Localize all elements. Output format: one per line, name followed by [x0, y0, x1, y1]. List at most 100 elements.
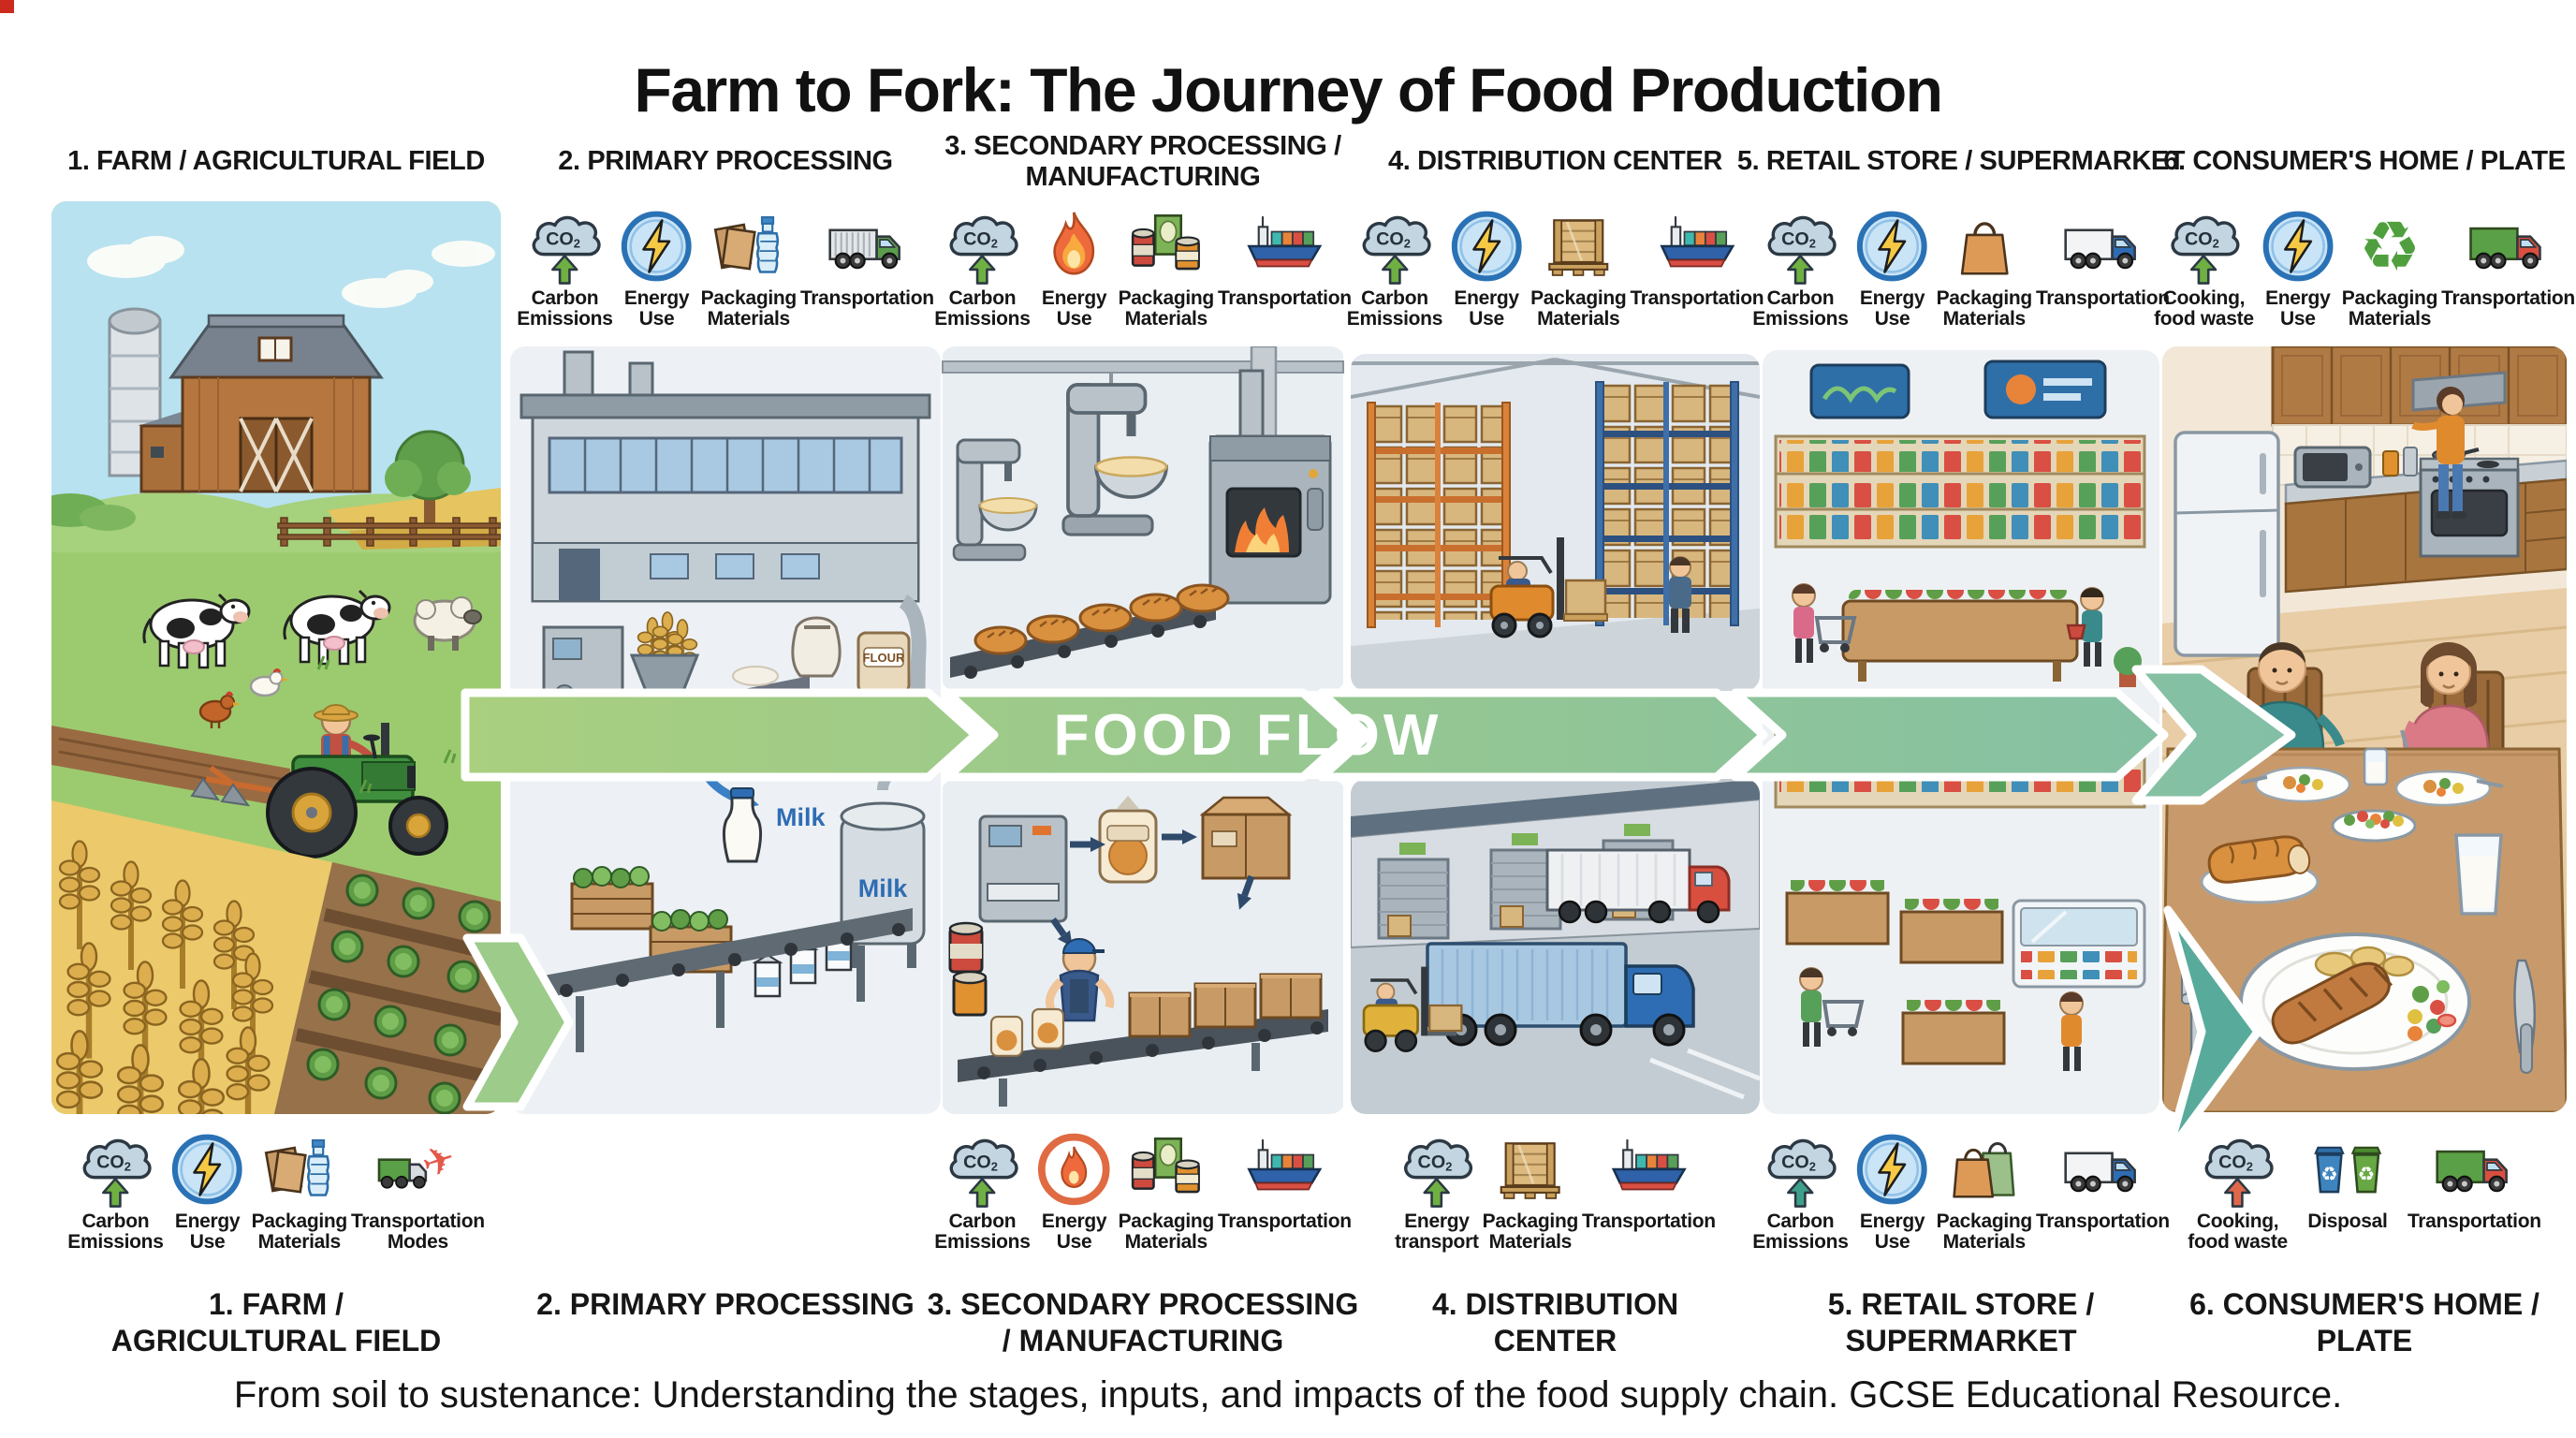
- shopping-bags-icon: [1944, 1129, 2025, 1210]
- footer-note: From soil to sustenance: Understanding t…: [233, 1374, 2343, 1416]
- woman-eating: [2400, 642, 2490, 754]
- cargo-ship-icon: [1657, 206, 1737, 286]
- vegetable-crate-icon: [570, 866, 654, 931]
- worker: [1669, 556, 1691, 633]
- disposal-icon: Disposal: [2291, 1129, 2404, 1232]
- transportation-icon: Transportation: [2036, 1129, 2170, 1232]
- lightning-bolt-icon: [1852, 206, 1933, 286]
- cargo-ship-icon: [1608, 1129, 1689, 1210]
- flour-bag-icon: FLOUR: [856, 631, 911, 695]
- stage-header-secondary: 3. SECONDARY PROCESSING / MANUFACTURING: [944, 131, 1341, 193]
- packing-machine: [978, 814, 1068, 923]
- carbon-emissions-icon: Carbon Emissions: [1752, 206, 1849, 330]
- energy-use-icon: Energy Use: [1852, 1129, 1933, 1254]
- lightning-bolt-icon: [2258, 206, 2338, 286]
- cans-icon: [948, 921, 988, 1017]
- bread-loaf-icon: [1176, 583, 1230, 613]
- cooking-food-waste-icon: Cooking, food waste: [2154, 206, 2254, 330]
- lightning-bolt-icon: [617, 206, 697, 286]
- stage-footer-distribution: 4. DISTRIBUTION CENTER: [1431, 1287, 1679, 1358]
- bread-bag-icon: [1031, 1007, 1065, 1049]
- carbon-emissions-icon: Carbon Emissions: [67, 1129, 164, 1254]
- carbon-emissions-icon: Carbon Emissions: [1347, 206, 1442, 330]
- person-cooking: [2411, 387, 2466, 519]
- silo-icon: [108, 307, 162, 477]
- canned-goods-icon: [1126, 206, 1207, 286]
- stage-column-primary: 2. PRIMARY PROCESSING Carbon Emissions E…: [510, 0, 941, 1438]
- chicken-icon: [198, 691, 241, 728]
- packaging-materials-icon: Packaging Materials: [252, 1129, 347, 1254]
- pallet-icon: [1538, 206, 1618, 286]
- transportation-icon: Transportation: [1218, 206, 1352, 309]
- shopper: [1799, 967, 1865, 1047]
- svg-text:FLOUR: FLOUR: [863, 651, 905, 665]
- flame-ring-icon: [1034, 1129, 1115, 1210]
- recycling-icon: [2349, 206, 2430, 286]
- cardboard-bottle-icon: [709, 206, 789, 286]
- warehouse-scene: [1351, 354, 1760, 691]
- co2-cloud-icon: [1354, 206, 1435, 286]
- recycling-bins-icon: [2291, 1129, 2404, 1210]
- lightning-bolt-icon: [1852, 1129, 1933, 1210]
- cargo-ship-icon: [1244, 1129, 1325, 1210]
- shopping-cart-icon: [1822, 1000, 1865, 1028]
- stage-footer-farm: 1. FARM / AGRICULTURAL FIELD: [110, 1287, 442, 1358]
- mill-machine: [542, 625, 624, 734]
- shopper: [2059, 991, 2084, 1071]
- cardboard-box-icon: [1259, 973, 1323, 1020]
- freezer-chest: [2012, 899, 2146, 989]
- carbon-emissions-icon: Carbon Emissions: [1752, 1129, 1849, 1254]
- co2-cloud-icon: [1760, 1129, 1840, 1210]
- forklift-icon: [1362, 966, 1463, 1052]
- loading-dock-panel: [1351, 779, 1760, 1114]
- produce-crate: [1901, 1000, 2006, 1065]
- bread-plate: [2200, 835, 2320, 904]
- energy-use-icon: Energy Use: [1446, 206, 1527, 330]
- packaging-materials-icon: Packaging Materials: [1483, 1129, 1578, 1254]
- stage-column-secondary: 3. SECONDARY PROCESSING / MANUFACTURING …: [928, 0, 1359, 1438]
- svg-text:Milk: Milk: [776, 803, 826, 831]
- mixer-icon: [1061, 383, 1168, 536]
- flow-arrows: [1050, 829, 1255, 947]
- co2-cloud-icon: [75, 1129, 155, 1210]
- bread-loaf-icon: [1078, 603, 1133, 633]
- canned-goods-icon: [1126, 1129, 1207, 1210]
- bakery-panel: [941, 346, 1345, 691]
- transportation-icon: Transportation: [1630, 206, 1764, 309]
- truck-blue-container: [1426, 942, 1695, 1047]
- co2-cloud-icon: [942, 1129, 1022, 1210]
- kitchen-scene: [2162, 346, 2567, 1112]
- energy-use-icon: Energy Use: [1034, 206, 1115, 330]
- truck-icon: [2468, 206, 2549, 286]
- shelf-gondola: [1774, 715, 2146, 809]
- milk-glass: [2454, 833, 2503, 916]
- supermarket-scene: [1763, 350, 2159, 1114]
- dinner-plate: [2254, 766, 2351, 803]
- microwave-icon: [2293, 446, 2372, 489]
- bread-bag-icon: [989, 1015, 1024, 1057]
- packaging-materials-icon: Packaging Materials: [701, 206, 797, 330]
- flame-icon: [1034, 206, 1115, 286]
- bread-loaf-icon: [1026, 614, 1080, 644]
- packing-panel: [941, 779, 1345, 1114]
- stage-column-farm: 1. FARM / AGRICULTURAL FIELD: [51, 0, 501, 1438]
- co2-cloud-icon: [2163, 206, 2244, 286]
- lightning-bolt-icon: [168, 1129, 248, 1210]
- sheep-icon: [413, 596, 482, 651]
- mixer-icon: [952, 438, 1038, 562]
- transportation-icon: Transportation: [2036, 206, 2170, 309]
- cardboard-box-icon: [1128, 991, 1192, 1038]
- stage-column-distribution: 4. DISTRIBUTION CENTER Carbon Emissions …: [1347, 0, 1764, 1438]
- transportation-icon: Transportation: [2441, 206, 2575, 309]
- knife-icon: [2476, 779, 2504, 788]
- flour-pile: [732, 666, 779, 686]
- stage-header-home: 6. CONSUMER'S HOME / PLATE: [2163, 146, 2566, 176]
- milk-glass-small: [2363, 747, 2389, 786]
- shopping-bag-icon: [1944, 206, 2025, 286]
- packaging-materials-icon: Packaging Materials: [1937, 1129, 2032, 1254]
- carbon-emissions-icon: Carbon Emissions: [934, 206, 1031, 330]
- dock-door: [1377, 843, 1450, 940]
- produce-crate: [1785, 880, 1890, 946]
- shelf-gondola: [1774, 434, 2146, 549]
- tree-icon: [385, 430, 471, 527]
